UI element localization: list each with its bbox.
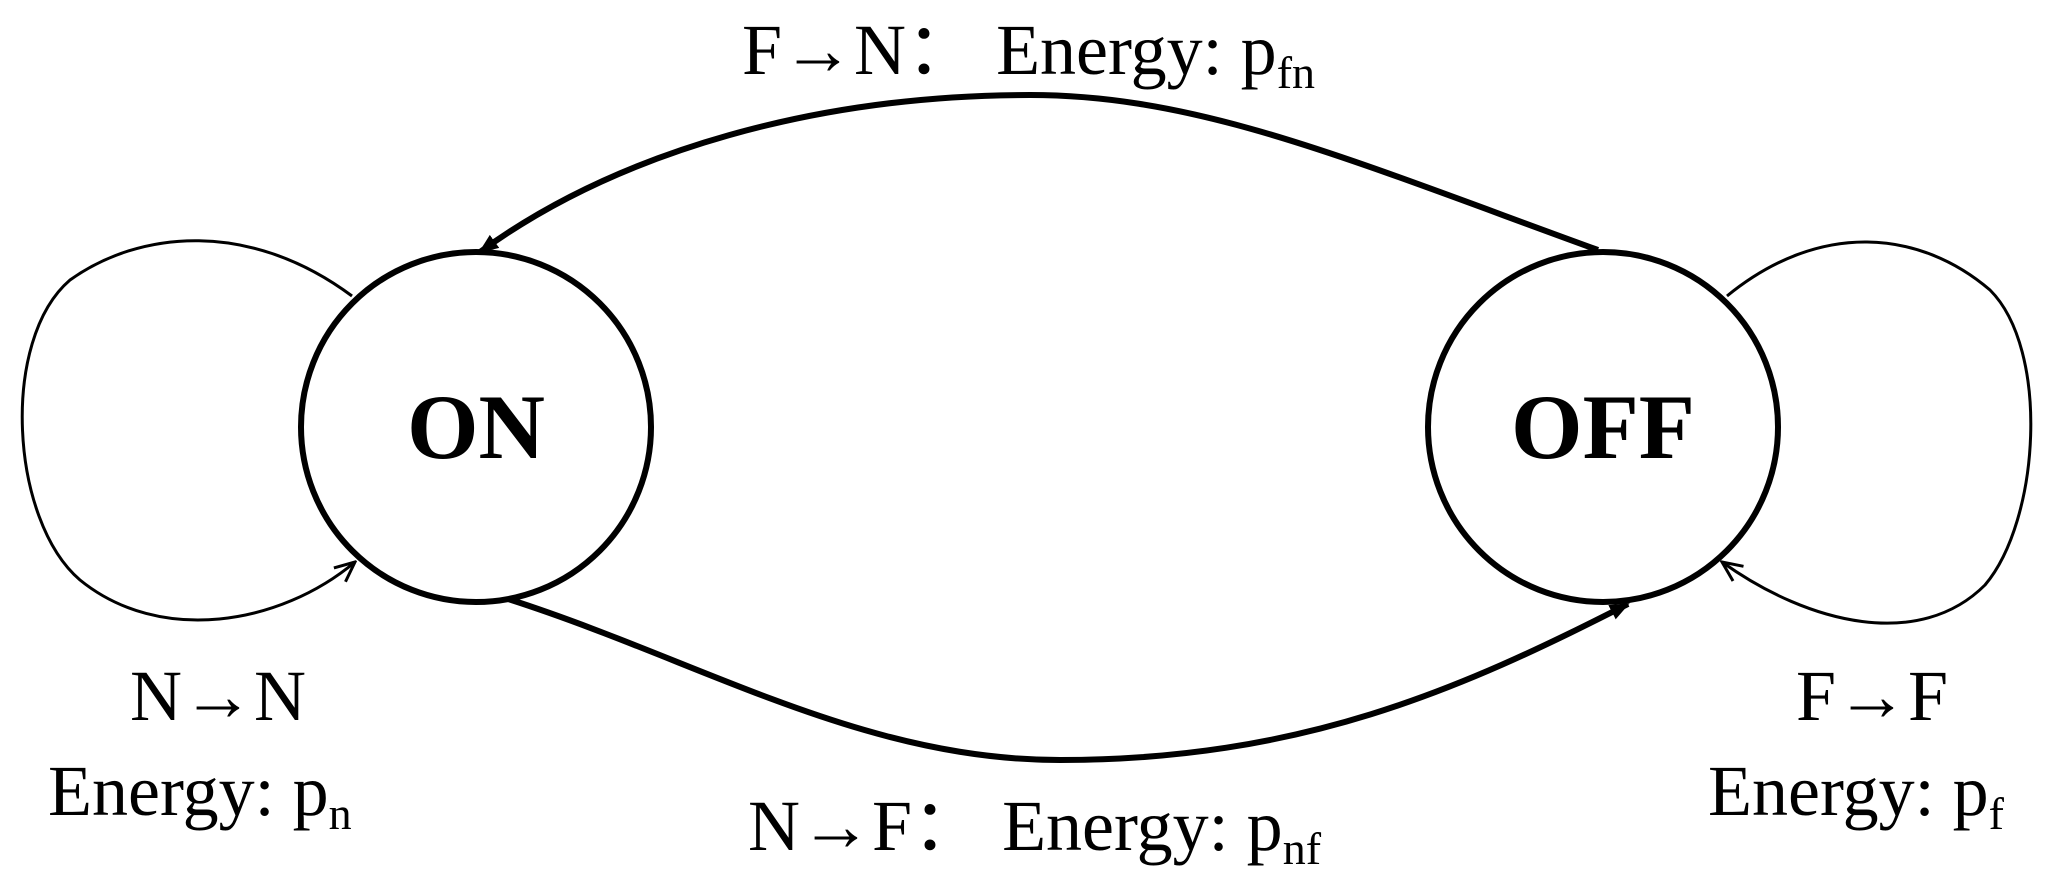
on-self-loop-energy-subscript: n <box>329 788 352 839</box>
on-to-off-energy-subscript: nf <box>1283 823 1322 874</box>
state-off-label: OFF <box>1511 376 1695 478</box>
on-to-off-edge <box>504 595 1630 764</box>
off-self-loop-energy-label: Energy: pf <box>1708 751 2005 839</box>
on-self-loop-transition: N→N <box>130 656 306 736</box>
on-to-off-separator: ： <box>912 786 984 866</box>
off-to-on-transition: F→N <box>742 10 906 90</box>
off-to-on-energy-subscript: fn <box>1277 47 1315 98</box>
on-to-off-energy: Energy: p <box>1002 786 1283 866</box>
off-to-on-edge <box>478 91 1600 255</box>
off-to-on-energy: Energy: p <box>996 10 1277 90</box>
on-self-loop-edge <box>20 239 355 622</box>
on-self-loop-energy: Energy: p <box>48 751 329 831</box>
state-off-circle <box>1425 249 1781 605</box>
off-to-on-label: F→N：Energy: pfn <box>742 10 1315 98</box>
off-self-loop-energy: Energy: p <box>1708 751 1989 831</box>
off-self-loop-energy-subscript: f <box>1989 788 2005 839</box>
state-on-circle <box>298 249 654 605</box>
on-to-off-transition: N→F <box>748 786 912 866</box>
off-to-on-separator: ： <box>906 10 978 90</box>
state-off: OFF <box>1425 249 1781 605</box>
off-self-loop-transition: F→F <box>1796 656 1948 736</box>
on-to-off-label: N→F：Energy: pnf <box>748 786 1322 874</box>
state-on-label: ON <box>407 376 545 478</box>
state-on: ON <box>298 249 654 605</box>
on-self-loop-energy-label: Energy: pn <box>48 751 352 839</box>
off-self-loop-edge <box>1722 240 2033 625</box>
